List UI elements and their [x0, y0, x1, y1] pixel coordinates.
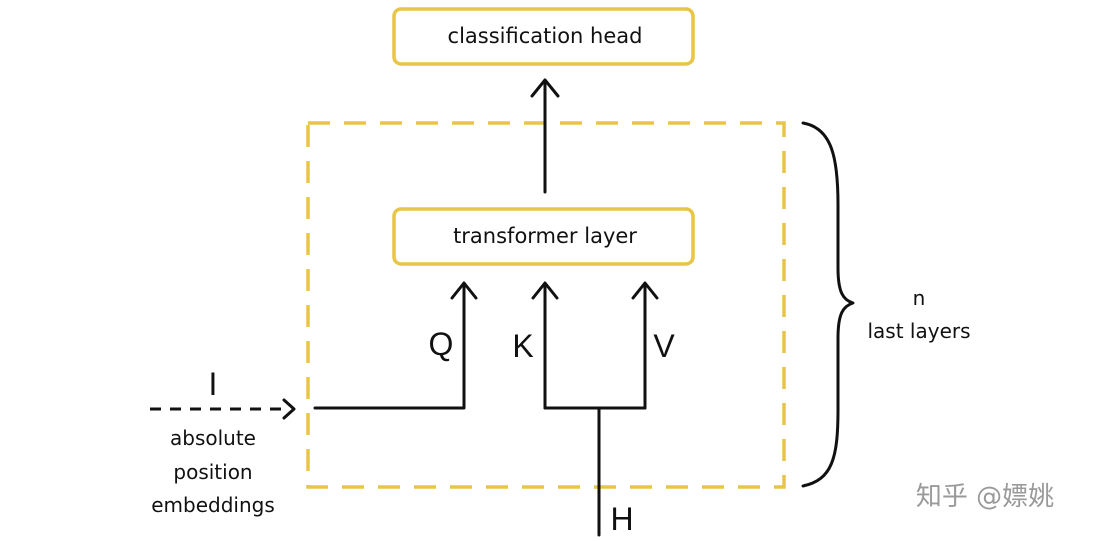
transformer-layer-box — [392, 207, 695, 266]
classification-head-label: classification head — [448, 24, 643, 48]
embedding-label-line-2: position — [173, 460, 252, 484]
brace-label-line-2: last layers — [867, 319, 970, 343]
h-label: H — [610, 501, 633, 537]
k-label: K — [512, 328, 533, 364]
transformer-layer-label: transformer layer — [453, 224, 637, 248]
k-arrowhead — [531, 281, 559, 300]
v-arrowhead — [631, 281, 659, 300]
brace-label-line-1: n — [913, 286, 926, 310]
transformer-layer-node: transformer layer — [392, 207, 695, 266]
embedding-label-line-1: absolute — [170, 426, 256, 450]
q-path — [313, 284, 466, 410]
embedding-label-line-3: embeddings — [151, 493, 275, 517]
q-arrowhead — [450, 281, 478, 300]
i-arrowhead — [282, 398, 296, 420]
q-label: Q — [429, 326, 454, 362]
watermark: 知乎 @嫖姚 — [916, 482, 1054, 512]
classification-head-node: classification head — [392, 7, 695, 66]
output-arrowhead — [530, 78, 560, 98]
v-label: V — [653, 328, 675, 364]
classification-head-box — [392, 7, 695, 66]
layers-brace — [801, 121, 855, 488]
i-label: I — [209, 366, 218, 402]
